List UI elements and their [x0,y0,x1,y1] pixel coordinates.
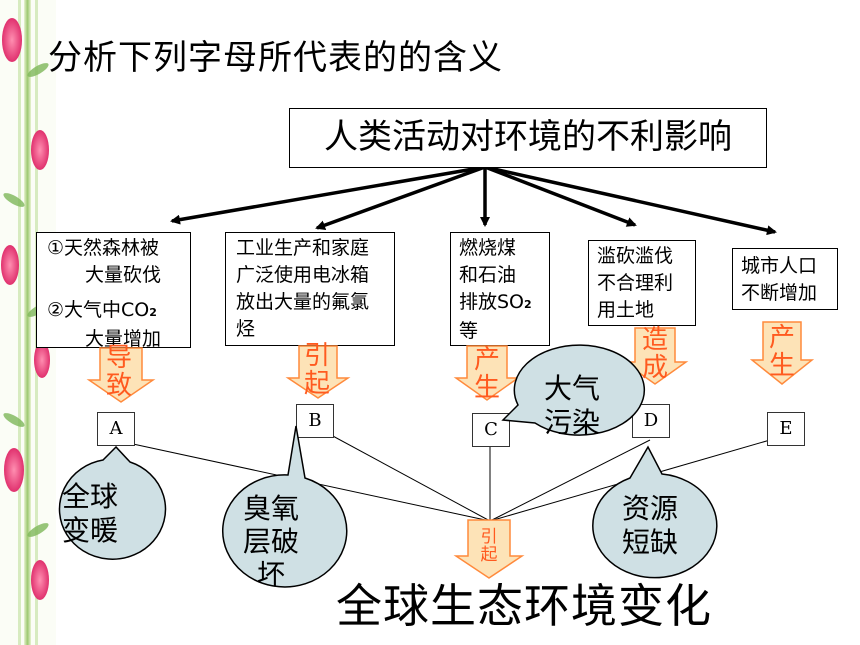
cause-line: 放出大量的氟氯 [236,291,370,313]
down-arrow-2 [285,345,351,399]
bubble-text-ozone-depletion: 臭氧层破坏 [242,492,299,591]
cause-line: 和石油 [459,264,517,286]
cause-line: 等 [459,320,479,342]
letter-box-a: A [97,412,135,446]
arrow-label-bottom: 引起 [480,527,498,565]
bubble-warming [58,445,167,560]
down-arrow-bottom [453,519,525,579]
cause-line: 不合理利 [597,272,674,294]
letter-box-e: E [767,412,805,446]
cause-line-so2: 排放SO2 [459,289,549,318]
cause-line: 燃烧煤 [459,237,517,259]
co2-text: ②大气中CO [47,299,150,321]
letter-box-b: B [296,404,334,438]
bubble-pollution [501,344,646,436]
cause-box-deforestation-co2: ①天然森林被 大量砍伐 ②大气中CO2 大量增加 [36,232,191,350]
cause-line: 广泛使用电冰箱 [236,264,370,286]
cause-line: 用土地 [597,299,655,321]
bubble-ozone [222,425,348,588]
so2-subscript: 2 [524,298,532,311]
cause-box-cfc: 工业生产和家庭 广泛使用电冰箱 放出大量的氟氯 烃 [225,232,395,346]
bubble-text-resource-shortage: 资源短缺 [621,492,678,559]
co2-subscript: 2 [149,306,157,319]
arrow-label-produce: 产生 [473,345,500,403]
down-arrow-1 [86,347,156,403]
slide-title: 分析下列字母所代表的的含义 [48,38,503,78]
down-arrow-4 [621,327,689,385]
cause-line: 工业生产和家庭 [236,237,370,259]
arrow-label-trigger: 引起 [303,341,330,399]
cause-box-coal-oil: 燃烧煤 和石油 排放SO2 等 [450,232,550,346]
cause-line: 不断增加 [741,282,818,304]
bubble-text-air-pollution: 大气污染 [543,372,600,439]
cause-line: 滥砍滥伐 [597,245,674,267]
cause-line: 大量砍伐 [85,264,162,286]
arrow-label-produce-2: 产生 [768,323,795,381]
arrow-label-cause: 导致 [105,343,132,401]
bubble-text-global-warming: 全球变暖 [61,480,118,547]
so2-text: 排放SO [459,291,525,313]
central-topic-box: 人类活动对环境的不利影响 [289,108,767,168]
cause-line: 烃 [236,318,256,340]
cause-box-deforestation-land: 滥砍滥伐 不合理利 用土地 [588,240,696,326]
cause-box-urban-population: 城市人口 不断增加 [732,248,838,310]
down-arrow-3 [453,345,521,401]
cause-line: 城市人口 [741,255,818,277]
cause-line: ①天然森林被 [47,237,160,259]
cause-line-co2: ②大气中CO2 [47,297,190,326]
conclusion-title: 全球生态环境变化 [336,579,712,633]
bubble-resource [592,445,718,579]
arrow-label-result: 造成 [641,325,668,383]
down-arrow-5 [749,321,815,385]
cause-line: 大量增加 [85,328,162,350]
